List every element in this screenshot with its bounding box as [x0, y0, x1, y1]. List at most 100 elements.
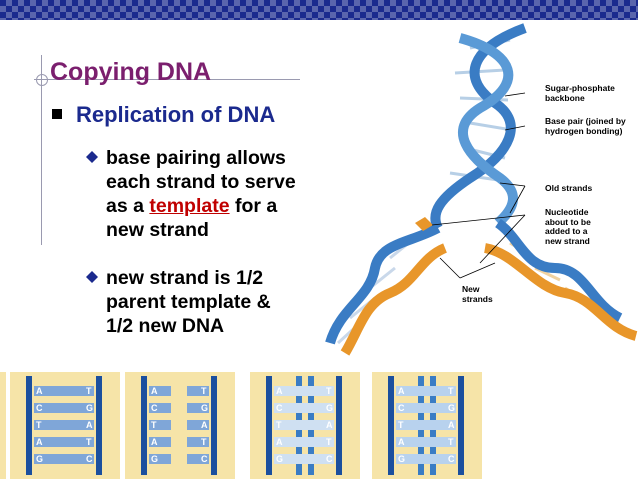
label-base-pair: Base pair (joined by hydrogen bonding)	[545, 116, 626, 136]
base-letter-left: A	[36, 386, 43, 396]
base-letter-left: A	[398, 437, 405, 447]
base-letter-right: A	[326, 420, 333, 430]
base-letter-right: T	[448, 437, 454, 447]
bullet2-line2: parent template &	[106, 291, 271, 313]
label-line: hydrogen bonding)	[545, 125, 623, 136]
pair-bar	[274, 437, 334, 447]
guide-circle	[36, 74, 48, 86]
label-old-strands: Old strands	[545, 183, 593, 194]
base-letter-right: G	[86, 403, 93, 413]
base-letter-right: T	[201, 437, 207, 447]
left-daughter-helix	[325, 223, 448, 356]
level1-bullet: Replication of DNA	[52, 102, 275, 128]
base-letter-left: T	[151, 420, 157, 430]
free-nucleotide	[415, 217, 433, 231]
diamond-bullet-icon	[86, 271, 98, 283]
label-line: strands	[462, 293, 493, 304]
base-letter-right: A	[448, 420, 455, 430]
pair-bar	[34, 386, 94, 396]
margin-guide-line	[41, 55, 42, 245]
label-line: new strand	[545, 235, 590, 246]
base-letter-left: G	[36, 454, 43, 464]
base-letter-right: G	[326, 403, 333, 413]
label-line: Old strands	[545, 183, 593, 193]
right-base-block	[187, 437, 209, 447]
pair-bar	[274, 403, 334, 413]
right-backbone	[96, 376, 102, 475]
template-highlight: template	[149, 195, 230, 217]
base-letter-left: C	[151, 403, 158, 413]
left-base-block	[149, 454, 171, 464]
base-letter-right: C	[201, 454, 208, 464]
pair-bar	[396, 386, 456, 396]
banner-pattern	[0, 0, 638, 20]
right-base-block	[187, 454, 209, 464]
pair-bar	[34, 420, 94, 430]
base-letter-right: T	[326, 437, 332, 447]
bullet1-line1: base pairing allows	[106, 147, 286, 169]
parent-helix	[430, 23, 527, 231]
right-backbone	[458, 376, 464, 475]
label-sugar-phosphate: Sugar-phosphate backbone	[545, 83, 615, 103]
right-base-block	[187, 420, 209, 430]
pair-bar	[34, 454, 94, 464]
panel-edge-strip	[0, 372, 6, 479]
base-letter-left: G	[276, 454, 283, 464]
label-nucleotide: Nucleotide about to be added to a new st…	[545, 207, 591, 246]
base-letter-right: T	[86, 437, 92, 447]
pair-bar	[396, 454, 456, 464]
base-letter-left: A	[276, 437, 283, 447]
label-new-strands: New strands	[462, 284, 493, 304]
bullet1-line3-pre: as a	[106, 195, 150, 217]
base-letter-left: A	[398, 386, 405, 396]
pair-bar	[396, 437, 456, 447]
bullet2-line3: 1/2 new DNA	[106, 315, 225, 337]
base-letter-left: T	[398, 420, 404, 430]
pair-bar	[274, 454, 334, 464]
bullet1-line2: each strand to serve	[106, 171, 296, 193]
level1-text: Replication of DNA	[76, 102, 276, 127]
base-letter-left: T	[276, 420, 282, 430]
base-letter-right: C	[86, 454, 93, 464]
base-letter-right: C	[326, 454, 333, 464]
left-backbone	[266, 376, 272, 475]
base-letter-left: G	[398, 454, 405, 464]
base-letter-left: A	[151, 386, 158, 396]
left-base-block	[149, 420, 171, 430]
right-base-block	[187, 386, 209, 396]
pair-bar	[274, 420, 334, 430]
base-letter-right: A	[201, 420, 208, 430]
right-backbone	[336, 376, 342, 475]
pair-bar	[396, 420, 456, 430]
left-backbone	[26, 376, 32, 475]
label-line: Base pair (joined by	[545, 116, 626, 126]
base-letter-right: T	[326, 386, 332, 396]
diamond-bullet-icon	[86, 151, 98, 163]
base-letter-right: A	[86, 420, 93, 430]
label-pointer-lines	[431, 92, 526, 279]
bullet-base-pairing: base pairing allows each strand to serve…	[86, 146, 346, 242]
pair-bar	[396, 403, 456, 413]
base-letter-left: T	[36, 420, 42, 430]
pair-bar	[274, 386, 334, 396]
left-base-block	[149, 437, 171, 447]
title-guide-line	[34, 79, 300, 80]
slide-title: Copying DNA	[50, 58, 212, 86]
